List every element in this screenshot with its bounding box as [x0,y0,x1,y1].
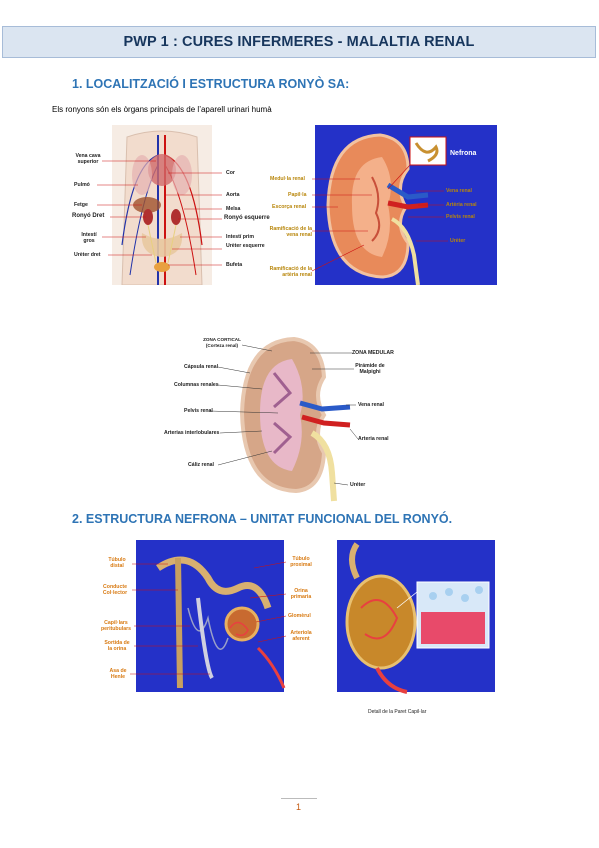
capillary-wall-illustration [337,540,495,694]
label-arterias-interlobulares: Arterias interlobulares [164,430,220,436]
label-zona-medular: ZONA MEDULAR [352,350,394,356]
label-nefrona: Nefrona [450,150,477,157]
section-2-heading: 2. ESTRUCTURA NEFRONA – UNITAT FUNCIONAL… [72,512,453,526]
label-cor: Cor [226,170,235,176]
label-ramificacio-vena: Ramificació de la vena renal [269,226,312,238]
label-vena-cava: Vena cava superior [75,153,101,165]
label-ronyo-dret: Ronyó Dret [72,213,105,219]
label-ureter: Urèter [450,238,466,244]
figure-nephron: Túbulo distal Conducte Col·lector Capil·… [98,538,320,694]
page-number: 1 [296,802,302,812]
label-arteria-renal-es: Arteria renal [358,436,389,442]
section-1-heading: 1. LOCALITZACIÓ I ESTRUCTURA RONYÒ SA: [72,77,350,91]
label-arteriola-aferent: Arteriola aferent [290,630,312,642]
label-medulla-renal: Medul·la renal [270,176,305,182]
label-conducte-collector: Conducte Col·lector [102,584,128,596]
label-sortida-orina: Sortida de la orina [104,640,130,652]
label-tubulo-proximal: Túbulo proximal [290,556,312,568]
label-arteria-renal: Artèria renal [446,202,477,208]
figure-kidney-section: Nefrona Medul·la renal Papil·la Escorça … [268,125,497,285]
label-intesti-prim: Intestí prim [226,234,254,240]
label-ureter-es: Uréter [350,482,366,488]
label-capillars-peritubulars: Capil·lars peritubulars [101,620,131,632]
label-asa-henle: Asa de Henle [109,668,127,680]
label-fetge: Fetge [74,202,88,208]
label-orina-primaria: Orina primaria [290,588,312,600]
figure-capillary-wall [337,538,495,694]
label-columnas-renales: Columnas renales [174,382,219,388]
human-body-illustration [97,125,222,285]
label-escorca-renal: Escorça renal [272,204,307,210]
label-zona-cortical: ZONA CORTICAL (Corteza renal) [203,337,241,348]
label-ureter-dret: Urèter dret [74,252,101,258]
label-tubulo-distal: Túbulo distal [108,557,126,569]
figure-5-caption: Detall de la Paret Capil·lar [368,709,427,715]
label-piramide-malpighi: Pirámide de Malpighi [355,363,385,375]
label-ronyo-esquerre: Ronyó esquerre [224,215,270,221]
kidney-illustration [311,125,497,285]
label-ramificacio-arteria: Ramificació de la artèria renal [269,266,312,278]
page-title: PWP 1 : CURES INFERMERES - MALALTIA RENA… [123,34,475,50]
nephron-illustration [130,540,287,692]
label-pelvis-renal-es: Pelvis renal [184,408,213,414]
footer-rule [281,798,317,799]
label-melsa: Melsa [226,206,241,212]
label-caliz-renal: Cáliz renal [188,462,214,468]
intro-text: Els ronyons són els òrgans principals de… [52,105,272,114]
label-pelvis-renal: Pelvis renal [446,214,475,220]
figure-body: Vena cava superior Pulmó Fetge Ronyó Dre… [72,125,282,285]
title-banner: PWP 1 : CURES INFERMERES - MALALTIA RENA… [2,26,596,58]
label-papilla: Papil·la [288,192,307,198]
kidney-zones-illustration [209,336,359,502]
label-intesti-gros: Intestí gros [81,232,97,244]
label-bufeta: Bufeta [226,262,243,268]
label-ureter-esquerre: Urèter esquerre [226,243,265,249]
label-pulmo: Pulmó [74,182,90,188]
figure-kidney-zones: ZONA CORTICAL (Corteza renal) Cápsula re… [162,333,402,503]
label-aorta: Aorta [226,192,240,198]
label-glomerul: Glomèrul [288,613,311,619]
label-vena-renal: Vena renal [446,188,472,194]
label-vena-renal-es: Vena renal [358,402,384,408]
label-capsula-renal: Cápsula renal [184,364,219,370]
